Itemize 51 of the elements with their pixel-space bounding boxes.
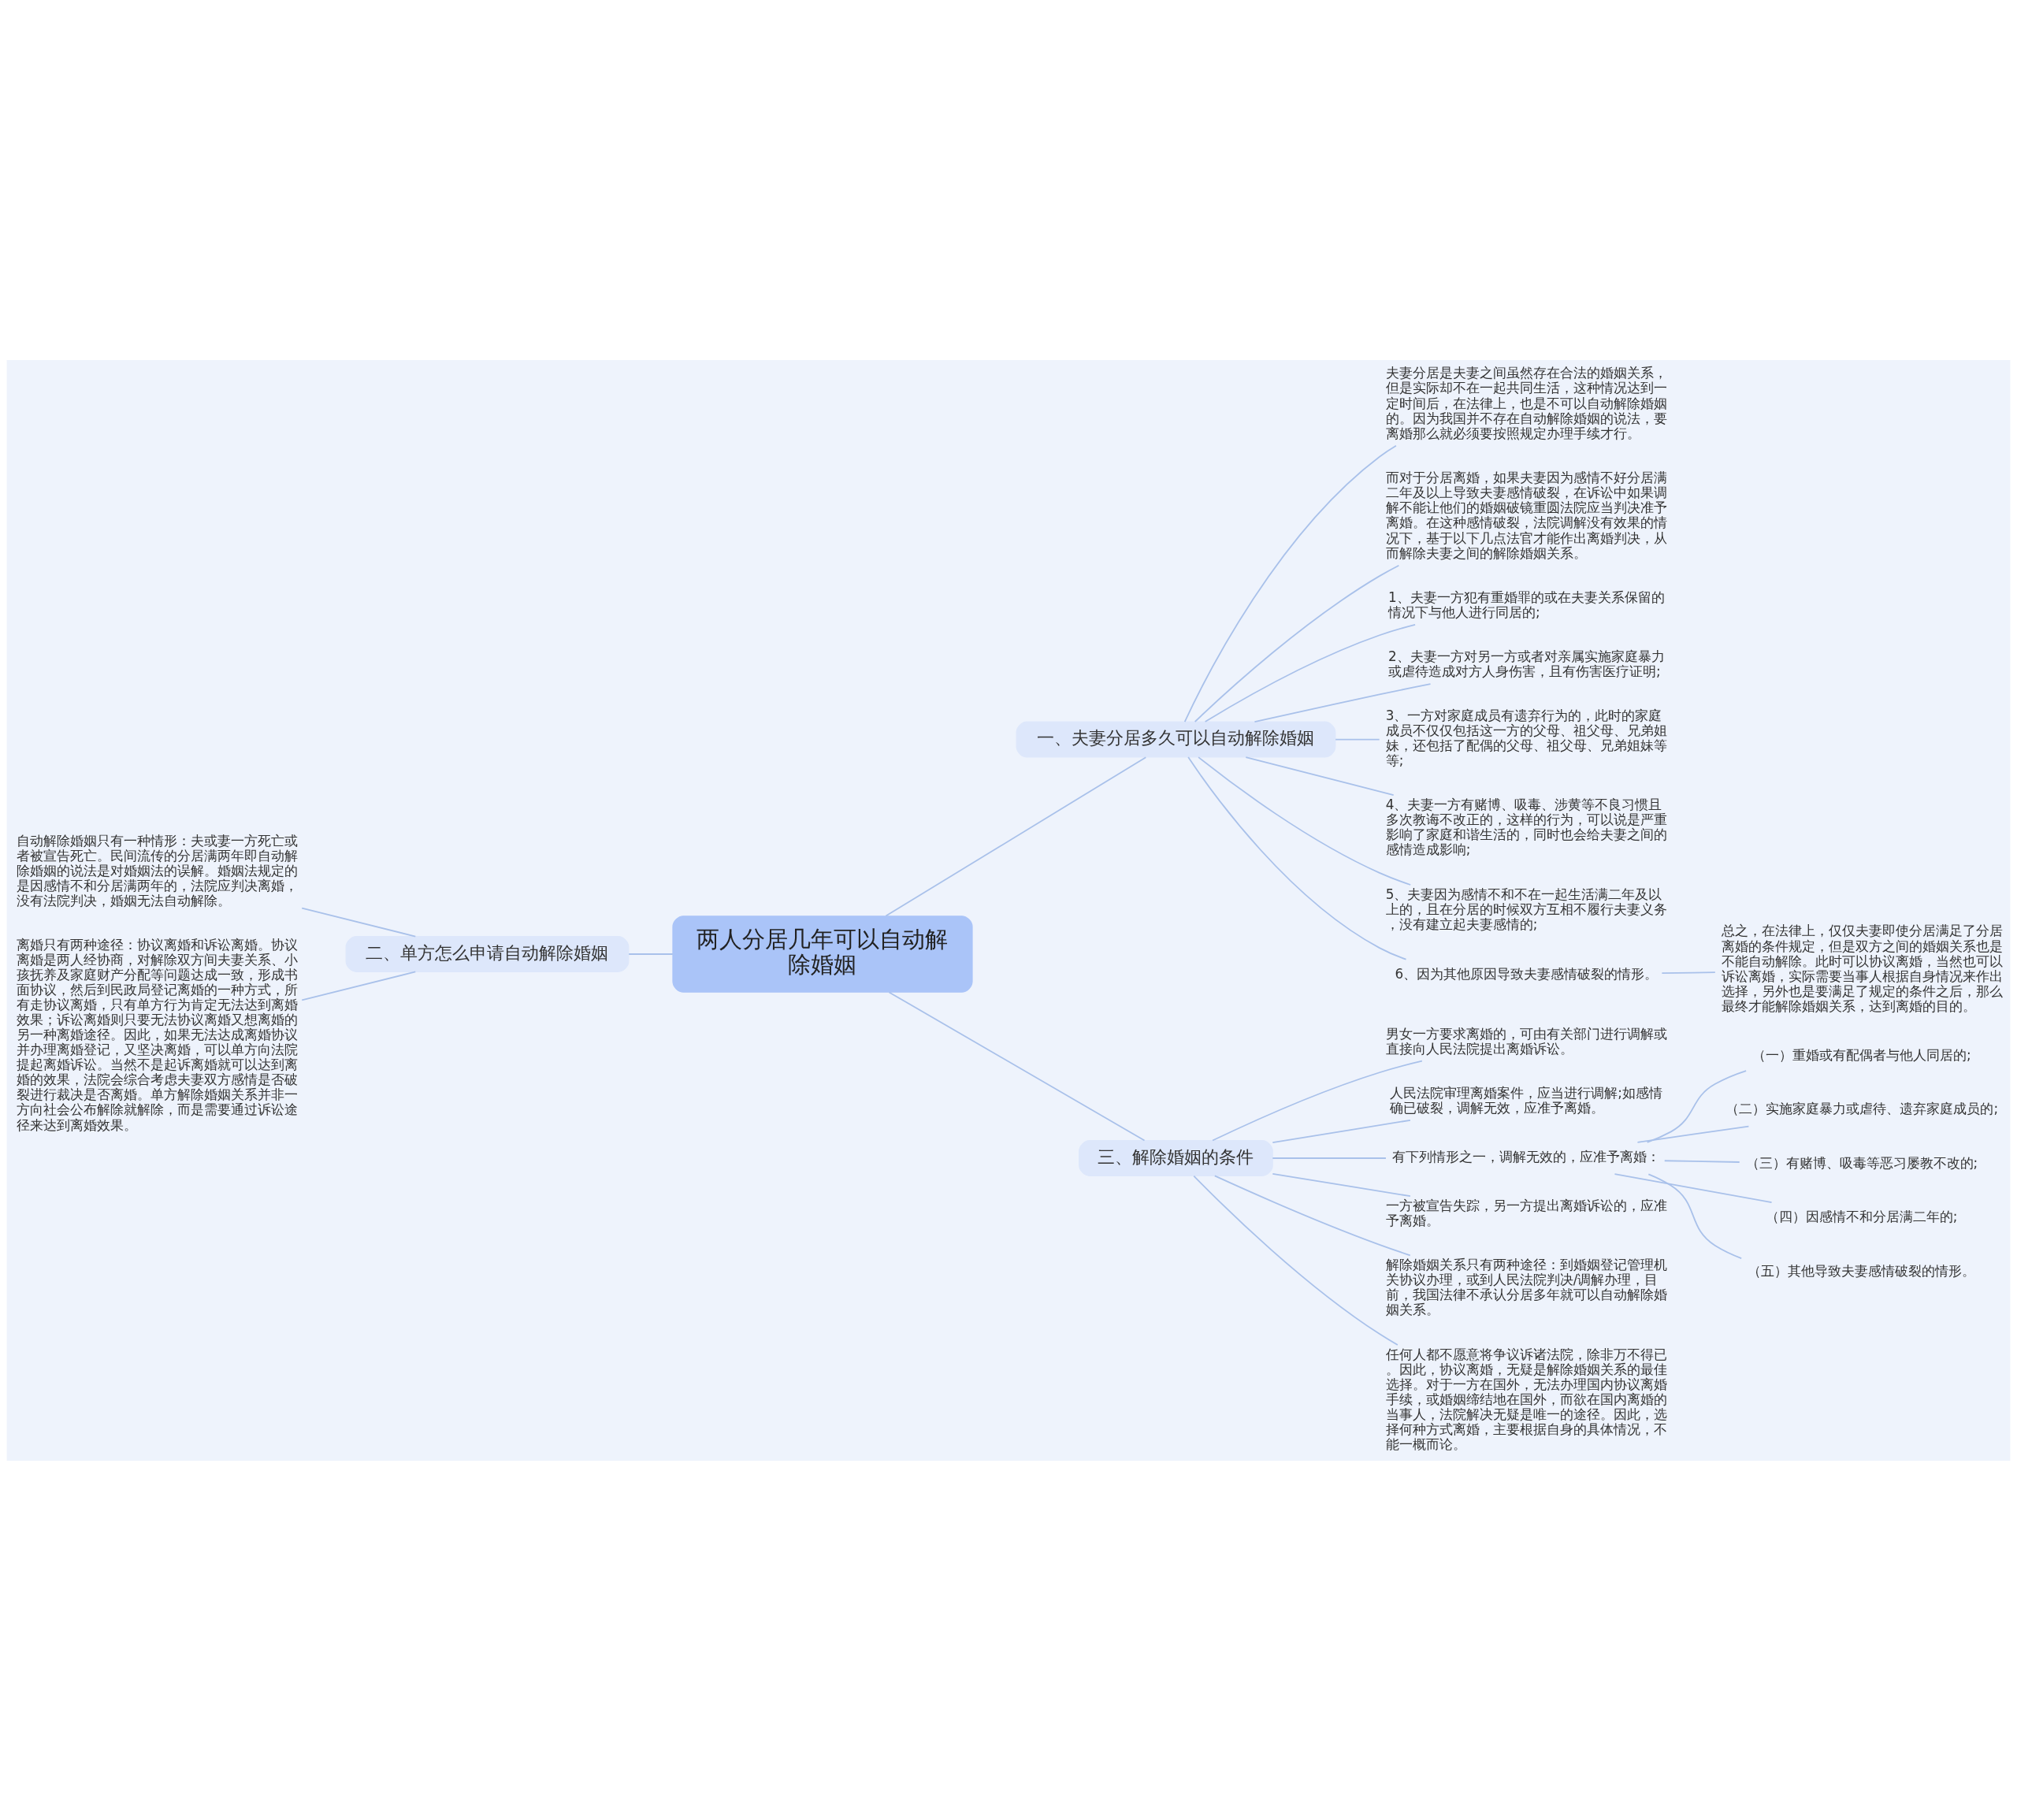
node-box: 两人分居几年可以自动解除婚姻 bbox=[672, 915, 973, 993]
connector bbox=[1194, 564, 1400, 722]
connector bbox=[1272, 1157, 1387, 1159]
node-box: 一、夫妻分居多久可以自动解除婚姻 bbox=[1016, 721, 1336, 758]
node-text: 5、夫妻因为感情不和不在一起生活满二年及以上的，且在分居的时候双方互相不履行夫妻义务，没有建立起夫妻感情的; bbox=[1385, 886, 1667, 932]
node-text: 有下列情形之一，调解无效的，应准予离婚： bbox=[1392, 1148, 1661, 1164]
connector bbox=[1187, 756, 1407, 960]
connector bbox=[301, 971, 417, 1001]
connector bbox=[1272, 1119, 1411, 1143]
node-text: 夫妻分居是夫妻之间虽然存在合法的婚姻关系，但是实际却不在一起共同生活，这种情况达到一定时间后，在法律上，也是不可以自动解除婚姻的。因为我国并不存在自动解除婚姻的说法，要离婚那么就必须要按照规定办理手续才行。 bbox=[1385, 364, 1667, 441]
connector bbox=[888, 991, 1146, 1141]
node-text: （一）重婚或有配偶者与他人同居的; bbox=[1752, 1046, 1971, 1063]
node-text: 4、夫妻一方有赌博、吸毒、涉黄等不良习惯且多次教诲不改正的，这样的行为，可以说是严重影响了家庭和谐生活的，同时也会给夫妻之间的感情造成影响; bbox=[1385, 796, 1667, 857]
connector bbox=[1636, 1125, 1750, 1143]
connector bbox=[628, 953, 674, 955]
node-text: 人民法院审理离婚案件，应当进行调解;如感情确已破裂，调解无效，应准予离婚。 bbox=[1390, 1084, 1663, 1116]
node-text: 1、夫妻一方犯有重婚罪的或在夫妻关系保留的情况下与他人进行同居的; bbox=[1388, 589, 1665, 620]
node-text: 离婚只有两种途径：协议离婚和诉讼离婚。协议离婚是两人经协商，对解除双方间夫妻关系、小孩抚养及家庭财产分配等问题达成一致，形成书面协议，然后到民政局登记离婚的一种方式，所有走协议离婚，只有单方行为肯定无法达到离婚效果；诉讼离婚则只要无法协议离婚又想离婚的另一种离婚途径。因此，如果无法达成离婚协议并办理离婚登记，又坚决离婚，可以单方向法院提起离婚诉讼。当然不是起诉离婚就可以达到离婚的效果，法院会综合考虑夫妻双方感情是否破裂进行裁决是否离婚。单方解除婚姻关系并非一方向社会公布解除就解除，而是需要通过诉讼途径来达到离婚效果。 bbox=[16, 936, 298, 1133]
connector bbox=[885, 756, 1147, 916]
connector bbox=[1647, 1172, 1743, 1259]
node-text: 男女一方要求离婚的，可由有关部门进行调解或直接向人民法院提出离婚诉讼。 bbox=[1385, 1025, 1667, 1057]
connector bbox=[1193, 1175, 1399, 1346]
node-text: 任何人都不愿意将争议诉诸法院，除非万不得已。因此，协议离婚，无疑是解除婚姻关系的最佳选择。对于一方在国外，无法办理国内协议离婚手续，或婚姻缔结地在国外，而欲在国内离婚的当事人，法院解决无疑是唯一的途径。因此，选择何种方式离婚，主要根据自身的具体情况，不能一概而论。 bbox=[1385, 1346, 1667, 1452]
node-text: （三）有赌博、吸毒等恶习屡教不改的; bbox=[1745, 1154, 1978, 1171]
node-box: 二、单方怎么申请自动解除婚姻 bbox=[345, 935, 630, 972]
node-text: 2、夫妻一方对另一方或者对亲属实施家庭暴力或虐待造成对方人身伤害，且有伤害医疗证明; bbox=[1388, 648, 1665, 679]
connector bbox=[1213, 1175, 1411, 1256]
node-box: 三、解除婚姻的条件 bbox=[1079, 1139, 1273, 1176]
connector bbox=[1245, 756, 1395, 796]
node-text: 而对于分居离婚，如果夫妻因为感情不好分居满二年及以上导致夫妻感情破裂，在诉讼中如果调解不能让他们的婚姻破镜重圆法院应当判决准予离婚。在这种感情破裂，法院调解没有效果的情况下，基于以下几点法官才能作出离婚判决，从而解除夫妻之间的解除婚姻关系。 bbox=[1385, 469, 1667, 561]
connector bbox=[1646, 1069, 1748, 1143]
node-text: 6、因为其他原因导致夫妻感情破裂的情形。 bbox=[1395, 965, 1659, 982]
node-text: （五）其他导致夫妻感情破裂的情形。 bbox=[1748, 1262, 1976, 1279]
connector bbox=[1272, 1172, 1411, 1197]
connector bbox=[1183, 444, 1397, 722]
connector bbox=[1204, 623, 1416, 722]
connector bbox=[301, 907, 417, 937]
connector bbox=[1198, 756, 1412, 886]
node-text: 一方被宣告失踪，另一方提出离婚诉讼的，应准予离婚。 bbox=[1385, 1197, 1667, 1228]
node-text: 3、一方对家庭成员有遗弃行为的，此时的家庭成员不仅仅包括这一方的父母、祖父母、兄弟姐妹，还包括了配偶的父母、祖父母、兄弟姐妹等等; bbox=[1385, 707, 1667, 768]
node-text: 解除婚姻关系只有两种途径：到婚姻登记管理机关协议办理，或到人民法院判决/调解办理，目前，我国法律不承认分居多年就可以自动解除婚姻关系。 bbox=[1385, 1256, 1667, 1317]
connector bbox=[1661, 971, 1716, 974]
connector bbox=[1254, 682, 1432, 722]
node-text: （二）实施家庭暴力或虐待、遗弃家庭成员的; bbox=[1725, 1100, 1999, 1116]
connector bbox=[1212, 1060, 1423, 1141]
connector bbox=[1335, 738, 1380, 740]
node-text: 总之，在法律上，仅仅夫妻即使分居满足了分居离婚的条件规定，但是双方之间的婚姻关系也是不能自动解除。此时可以协议离婚，当然也可以诉讼离婚，实际需要当事人根据自身情况来作出选择，另外也是要满足了规定的条件之后，那么最终才能解除婚姻关系，达到离婚的目的。 bbox=[1721, 922, 2003, 1014]
node-text: 自动解除婚姻只有一种情形：夫或妻一方死亡或者被宣告死亡。民间流传的分居满两年即自动解除婚姻的说法是对婚姻法的误解。婚姻法规定的是因感情不和分居满两年的，法院应判决离婚，没有法院判决，婚姻无法自动解除。 bbox=[16, 832, 298, 908]
node-text: （四）因感情不和分居满二年的; bbox=[1765, 1208, 1958, 1224]
connector bbox=[1663, 1159, 1740, 1163]
connector bbox=[1614, 1172, 1773, 1203]
